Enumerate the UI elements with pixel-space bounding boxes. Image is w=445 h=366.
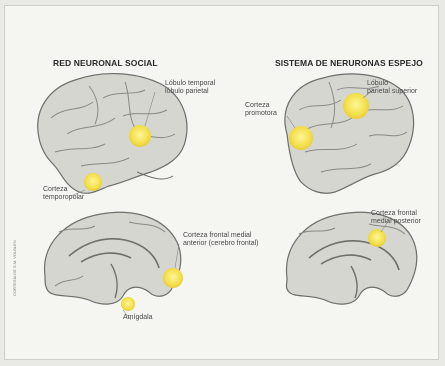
highlight-amigdala [121, 297, 135, 311]
highlight-temporopolar [84, 173, 102, 191]
left-medial-brain [45, 212, 183, 311]
label-lobulo-temporal: Lóbulo temporal lóbulo parietal [165, 80, 215, 96]
title-mirror-neurons: SISTEMA DE NERURONAS ESPEJO [275, 58, 423, 68]
figure-frame: RED NEURONAL SOCIAL SISTEMA DE NERURONAS… [4, 5, 439, 360]
title-social-network: RED NEURONAL SOCIAL [53, 58, 158, 68]
label-frontal-medial-anterior: Corteza frontal medial anterior (cerebro… [183, 232, 258, 248]
highlight-parietal-superior [343, 93, 369, 119]
label-premotora: Corteza promotora [245, 102, 277, 118]
image-credit: CORTESÍA DE S.M. VOLBLEN [12, 240, 17, 296]
label-parietal-superior: Lóbulo parietal superior [367, 80, 417, 96]
label-amigdala: Amígdala [123, 314, 153, 322]
label-temporopolar: Corteza temporopolar [43, 186, 84, 202]
highlight-premotora [289, 126, 313, 150]
highlight-frontal-medial-anterior [163, 268, 183, 288]
highlight-frontal-medial-posterior [368, 229, 386, 247]
highlight-temporal-parietal [129, 125, 151, 147]
label-frontal-medial-posterior: Corteza frontal medial posterior [371, 210, 421, 226]
right-medial-brain [287, 212, 417, 304]
